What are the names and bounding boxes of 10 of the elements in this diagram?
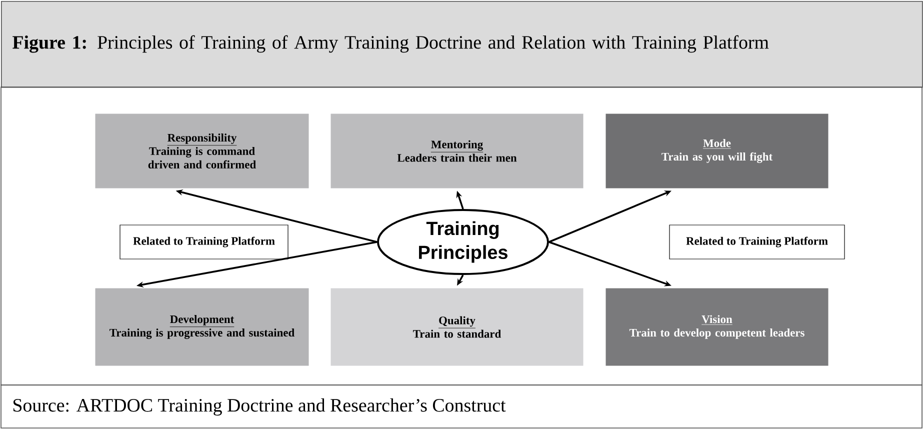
principle-box: Responsibility Training is command driven and confirmed [92, 111, 312, 191]
principle-box: Mode Train as you will fight [603, 111, 831, 191]
principle-box: Vision Train to develop competent leaders [603, 286, 831, 368]
related-box: Related to Training Platform [669, 224, 845, 260]
related-box: Related to Training Platform [120, 224, 288, 260]
principle-box: Quality Train to standard [328, 286, 586, 368]
principle-box: Mentoring Leaders train their men [328, 111, 586, 191]
figure-caption: Source: ARTDOC Training Doctrine and Researcher’s Construct [13, 398, 506, 416]
principle-box: Development Training is progressive and sustained [92, 286, 312, 368]
figure-title: Figure 1: Principles of Training of Army Training Doctrine and Relation with Training Platform [12, 35, 769, 53]
